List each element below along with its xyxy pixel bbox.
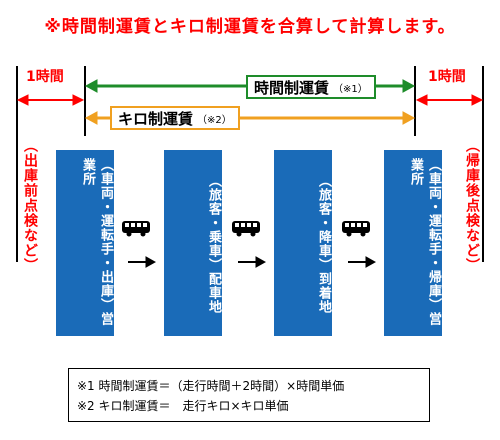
location-box-text: （旅客・降車）到着地 [316, 174, 331, 314]
location-box-depart-office: （車両・運転手・出庫）営業所 [56, 150, 114, 336]
location-box-return-office: （車両・運転手・帰庫）営業所 [384, 150, 442, 336]
location-box-text: （旅客・乗車）配車地 [206, 174, 221, 314]
right-boundary-line [482, 66, 484, 262]
formula-notes: ※1 時間制運賃＝（走行時間＋2時間）×時間単価 ※2 キロ制運賃＝ 走行キロ×… [68, 368, 430, 422]
km-fare-label: キロ制運賃 （※2） [110, 106, 240, 130]
flow-arrow-2 [238, 256, 267, 268]
left-inner-boundary-line [84, 66, 86, 136]
km-fare-title: キロ制運賃 [118, 109, 194, 128]
left-hour-label: 1時間 [26, 69, 64, 85]
location-box-arrival: （旅客・降車）到着地 [274, 150, 332, 336]
time-fare-title: 時間制運賃 [254, 78, 330, 97]
page-title: ※時間制運賃とキロ制運賃を合算して計算します。 [44, 17, 456, 37]
left-boundary-line [16, 66, 18, 262]
km-fare-note: （※2） [197, 114, 232, 126]
formula-note-km: ※2 キロ制運賃＝ 走行キロ×キロ単価 [77, 399, 289, 413]
bus-icon [122, 221, 150, 237]
flow-arrow-3 [348, 256, 377, 268]
location-box-text: （車両・運転手・出庫）営業所 [80, 158, 113, 326]
left-side-note: （出庫前点検など） [22, 138, 38, 273]
location-box-text: （車両・運転手・帰庫）営業所 [408, 158, 441, 326]
formula-note-time: ※1 時間制運賃＝（走行時間＋2時間）×時間単価 [77, 379, 345, 393]
location-box-pickup: （旅客・乗車）配車地 [164, 150, 222, 336]
time-fare-note: （※1） [333, 83, 368, 95]
flow-arrow-1 [128, 256, 157, 268]
time-fare-label: 時間制運賃 （※1） [246, 75, 376, 99]
right-inner-boundary-line [414, 66, 416, 136]
right-hour-arrow [415, 94, 484, 106]
right-side-note: （帰庫後点検など） [464, 138, 480, 273]
bus-icon [342, 221, 370, 237]
right-hour-label: 1時間 [428, 69, 466, 85]
left-hour-arrow [16, 94, 85, 106]
bus-icon [232, 221, 260, 237]
